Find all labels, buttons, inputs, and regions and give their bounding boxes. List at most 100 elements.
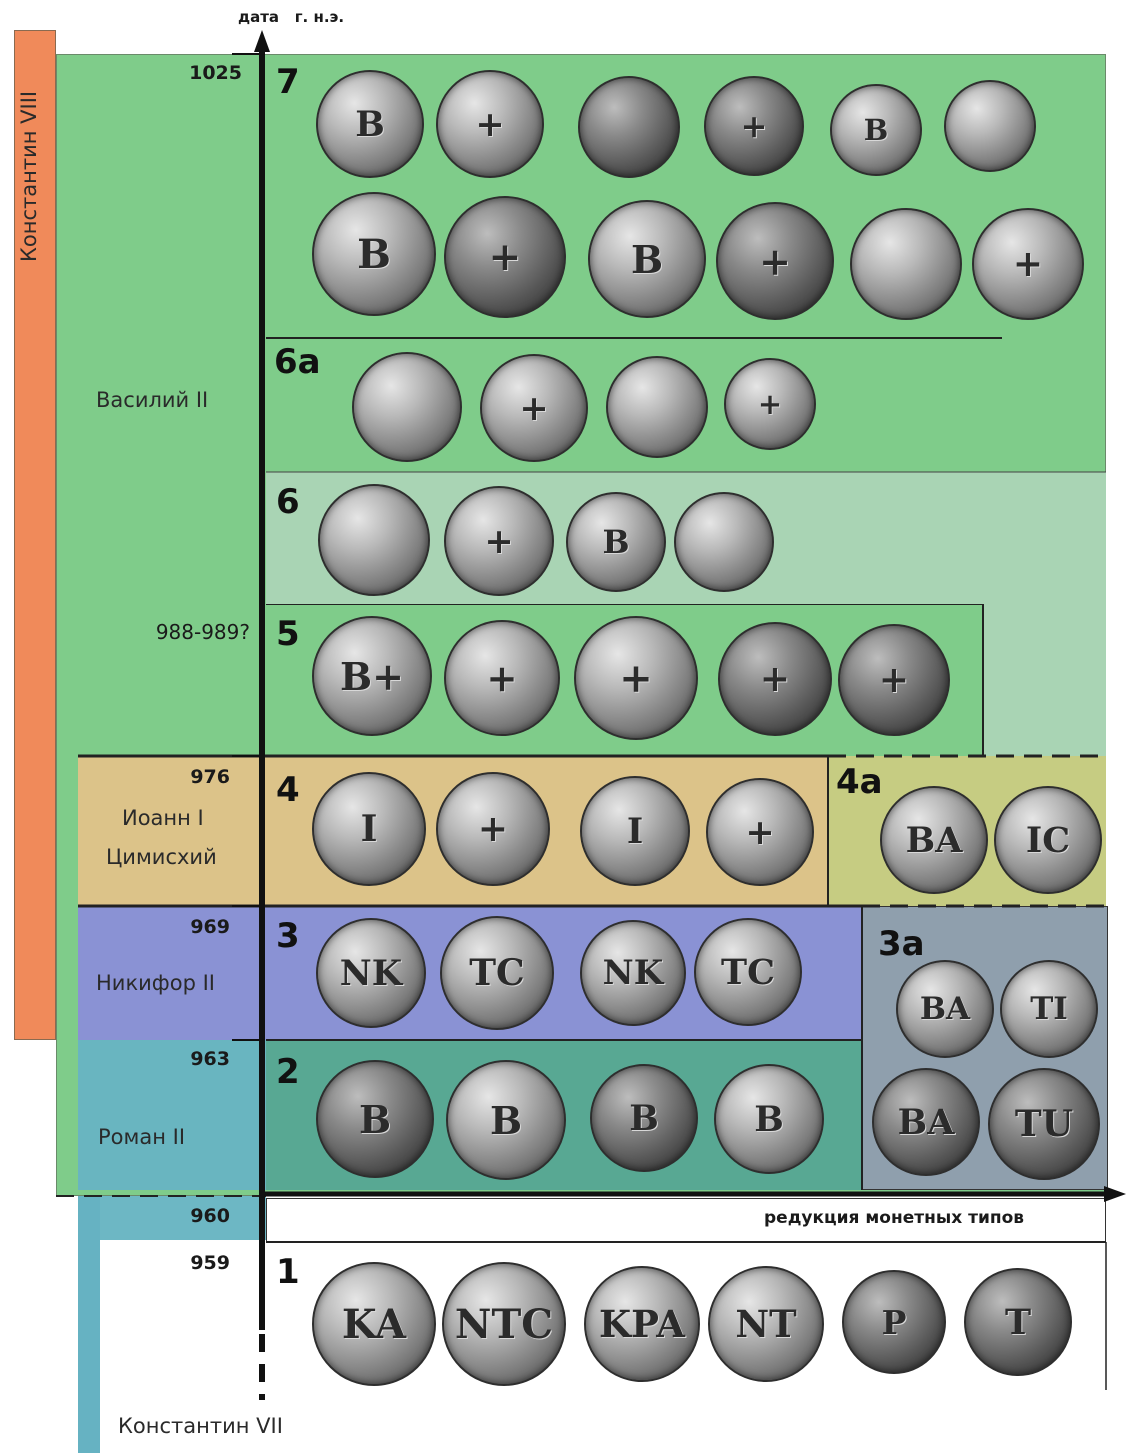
coin-type-5-5: + — [838, 624, 950, 736]
coin-type-1-2: NTC — [442, 1262, 566, 1386]
coin-glyph: B+ — [314, 618, 430, 734]
coin-type-6-1 — [318, 484, 430, 596]
coin-type-2-2: B — [446, 1060, 566, 1180]
coin-glyph: + — [576, 618, 696, 738]
coin-glyph: + — [446, 198, 564, 316]
coin-glyph: + — [446, 622, 558, 734]
coin-glyph: BA — [882, 788, 986, 892]
coin-type-5-4: + — [718, 622, 832, 736]
coin-glyph: NK — [582, 922, 684, 1024]
coin-glyph: P — [844, 1272, 944, 1372]
year-959: 959 — [110, 1252, 230, 1274]
coin-glyph: KA — [314, 1264, 434, 1384]
coin-glyph: B — [832, 86, 920, 174]
ruler-roman-ii: Роман II — [98, 1125, 185, 1149]
type-6a-label: 6а — [274, 342, 321, 382]
coin-glyph: B — [318, 1062, 432, 1176]
coin-type-3-1: NK — [316, 918, 426, 1028]
coin-type-4a-1: BA — [880, 786, 988, 894]
coin-type-6a-3 — [606, 356, 708, 458]
coin-type-2-3: B — [590, 1064, 698, 1172]
coin-glyph: BA — [898, 962, 992, 1056]
coin-type-7-3 — [578, 76, 680, 178]
type-4-label: 4 — [276, 770, 300, 810]
coin-glyph — [320, 486, 428, 594]
coin-glyph: TC — [696, 920, 800, 1024]
coin-type-7-10: + — [716, 202, 834, 320]
y-axis-label: дата г. н.э. — [238, 8, 344, 26]
coin-glyph: + — [482, 356, 586, 460]
coin-glyph: TI — [1002, 962, 1096, 1056]
coin-type-3-2: TC — [440, 916, 554, 1030]
coin-type-4-3: I — [580, 776, 690, 886]
year-960: 960 — [110, 1205, 230, 1227]
type-2-label: 2 — [276, 1052, 300, 1092]
coin-glyph: + — [438, 72, 542, 176]
coin-type-3a-4: TU — [988, 1068, 1100, 1180]
coin-type-7-6 — [944, 80, 1036, 172]
coin-glyph: + — [708, 780, 812, 884]
coin-glyph: B — [592, 1066, 696, 1170]
coin-type-4-1: I — [312, 772, 426, 886]
coin-glyph: B — [590, 202, 704, 316]
coin-type-7-4: + — [704, 76, 804, 176]
coin-type-6-2: + — [444, 486, 554, 596]
coin-glyph: + — [706, 78, 802, 174]
coin-glyph: B — [314, 194, 434, 314]
coin-glyph: TU — [990, 1070, 1098, 1178]
coin-glyph: B — [318, 72, 422, 176]
coin-type-6-3: B — [566, 492, 666, 592]
coin-type-7-2: + — [436, 70, 544, 178]
coin-type-3-4: TC — [694, 918, 802, 1026]
coin-glyph: B — [568, 494, 664, 590]
coin-glyph: + — [974, 210, 1082, 318]
coin-type-6-4 — [674, 492, 774, 592]
coin-glyph — [946, 82, 1034, 170]
coin-glyph — [608, 358, 706, 456]
coin-glyph: I — [582, 778, 688, 884]
year-963: 963 — [110, 1048, 230, 1070]
coin-type-3a-2: TI — [1000, 960, 1098, 1058]
coin-type-7-8: + — [444, 196, 566, 318]
ruler-ioann-line1: Иоанн I — [122, 806, 204, 830]
x-axis-label: редукция монетных типов — [764, 1208, 1024, 1228]
coin-type-5-2: + — [444, 620, 560, 736]
coin-type-3a-3: BA — [872, 1068, 980, 1176]
coin-type-1-3: KPA — [584, 1266, 700, 1382]
coin-glyph: T — [966, 1270, 1070, 1374]
coin-type-1-6: T — [964, 1268, 1072, 1376]
ruler-konstantin-viii: Константин VIII — [17, 91, 41, 262]
coin-glyph: I — [314, 774, 424, 884]
ruler-ioann-line2: Цимисхий — [106, 845, 217, 869]
coin-glyph: NK — [318, 920, 424, 1026]
coin-glyph — [354, 354, 460, 460]
coin-type-2-1: B — [316, 1060, 434, 1178]
coin-glyph: + — [726, 360, 814, 448]
coin-glyph — [852, 210, 960, 318]
coin-type-4a-2: IC — [994, 786, 1102, 894]
coin-glyph: KPA — [586, 1268, 698, 1380]
type-5-label: 5 — [276, 614, 300, 654]
coin-type-7-11 — [850, 208, 962, 320]
coin-type-7-12: + — [972, 208, 1084, 320]
coin-glyph: + — [840, 626, 948, 734]
coin-type-4-2: + — [436, 772, 550, 886]
coin-glyph: NT — [710, 1268, 822, 1380]
type-1-label: 1 — [276, 1252, 300, 1292]
coin-type-7-7: B — [312, 192, 436, 316]
ruler-nikifor-ii: Никифор II — [96, 971, 215, 995]
coin-type-1-1: KA — [312, 1262, 436, 1386]
coin-type-5-1: B+ — [312, 616, 432, 736]
coin-type-2-4: B — [714, 1064, 824, 1174]
ruler-vasily-ii: Василий II — [96, 388, 208, 412]
coin-glyph — [676, 494, 772, 590]
year-988-989: 988-989? — [130, 620, 250, 644]
type-4a-label: 4а — [836, 762, 883, 802]
year-976: 976 — [110, 766, 230, 788]
coin-glyph: + — [446, 488, 552, 594]
ruler-konstantin-vii: Константин VII — [118, 1414, 283, 1438]
coin-type-1-4: NT — [708, 1266, 824, 1382]
type-3a-label: 3а — [878, 924, 925, 964]
year-969: 969 — [110, 916, 230, 938]
type-7-label: 7 — [276, 62, 300, 102]
